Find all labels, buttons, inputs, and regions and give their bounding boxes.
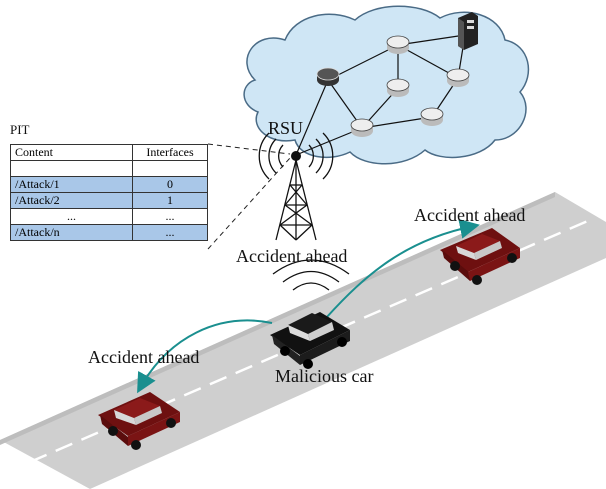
rsu-antenna (291, 151, 301, 161)
router-icon (446, 68, 470, 87)
malicious-car-label: Malicious car (275, 366, 374, 386)
pit-header-row: Content Interfaces (10, 144, 208, 161)
pit-cell-interface: 0 (132, 176, 208, 193)
table-row: /Attack/2 1 (10, 192, 208, 209)
rsu-label: RSU (268, 118, 304, 138)
pit-cell-content: ... (10, 208, 133, 225)
car-icon-left (98, 392, 180, 450)
pit-cell-interface: ... (132, 208, 208, 225)
table-row: /Attack/1 0 (10, 176, 208, 193)
message-label-left: Accident ahead (88, 347, 200, 367)
router-icon (420, 107, 444, 126)
router-icon (316, 67, 340, 86)
router-icon (386, 78, 410, 97)
pit-cell-content: /Attack/2 (10, 192, 133, 209)
pit-title: PIT (10, 122, 30, 137)
server-icon (458, 12, 478, 50)
pit-cell-content: /Attack/n (10, 224, 133, 241)
pit-cell-interface (132, 160, 208, 177)
message-label-right: Accident ahead (414, 205, 526, 225)
arrow-to-right-car (325, 218, 480, 319)
rsu-tower-icon (275, 159, 317, 241)
car-icon-malicious (270, 312, 350, 369)
cloud (243, 5, 530, 165)
router-icon (350, 118, 374, 137)
pit-cell-content (10, 160, 133, 177)
router-icon (386, 35, 410, 54)
table-row: ... ... (10, 208, 208, 225)
table-row: /Attack/n ... (10, 224, 208, 241)
message-label-tower: Accident ahead (236, 246, 348, 266)
table-row (10, 160, 208, 177)
pit-table: Content Interfaces /Attack/1 0 /Attack/2… (10, 144, 208, 241)
pit-cell-interface: ... (132, 224, 208, 241)
arrow-to-left-car (137, 319, 273, 394)
car-signal-waves (272, 259, 350, 291)
pit-header-interfaces: Interfaces (132, 144, 208, 161)
rsu-signal-waves (258, 132, 334, 180)
pit-connector (207, 143, 291, 250)
car-icon-right (440, 228, 520, 285)
pit-cell-interface: 1 (132, 192, 208, 209)
pit-header-content: Content (10, 144, 133, 161)
pit-cell-content: /Attack/1 (10, 176, 133, 193)
